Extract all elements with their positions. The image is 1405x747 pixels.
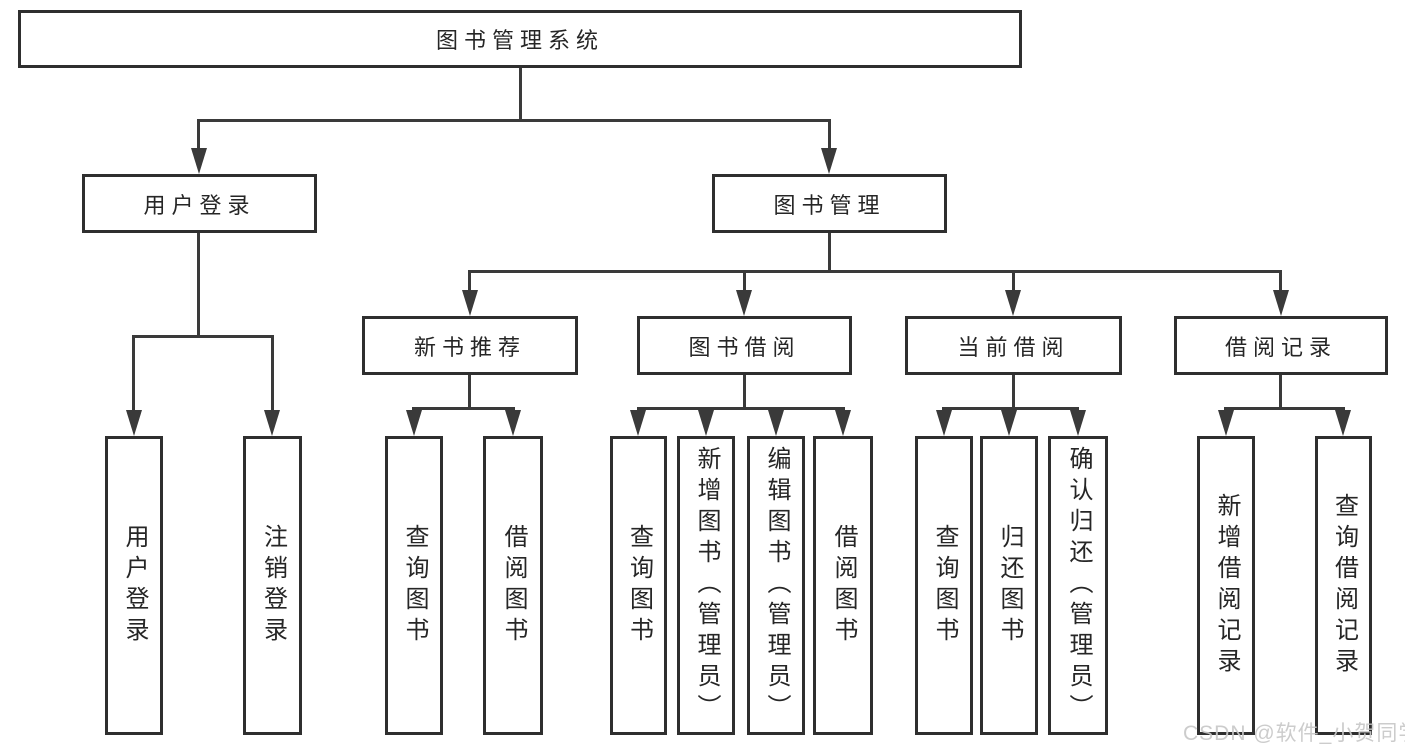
node-leaf-query-books-1: 查询图书 (385, 436, 443, 735)
node-borrow-records: 借阅记录 (1174, 316, 1388, 375)
arrowhead-book-management (821, 148, 837, 174)
edge-drop-leaf-logout (271, 335, 274, 412)
edge-borrowrecords-bar (1224, 407, 1345, 410)
leaf-label: 查询图书 (931, 523, 958, 648)
arrowhead-return-book (1001, 410, 1017, 436)
leaf-label: 确认归还（管理员） (1065, 446, 1092, 725)
edge-drop-user-login (197, 119, 200, 150)
edge-bookborrow-stem (743, 375, 746, 410)
node-leaf-query-books-2: 查询图书 (610, 436, 667, 735)
edge-currentborrow-bar (942, 407, 1079, 410)
edge-newbook-stem (468, 375, 471, 410)
edge-bookborrow-bar (637, 407, 845, 410)
arrowhead-borrow-books-2 (835, 410, 851, 436)
edge-newbook-bar (412, 407, 515, 410)
edge-userlogin-bar (132, 335, 274, 338)
node-leaf-logout: 注销登录 (243, 436, 302, 735)
edge-currentborrow-stem (1012, 375, 1015, 410)
leaf-label: 归还图书 (996, 523, 1023, 648)
node-leaf-borrow-books-1: 借阅图书 (483, 436, 543, 735)
arrowhead-current-borrow (1005, 290, 1021, 316)
arrowhead-leaf-logout (264, 410, 280, 436)
arrowhead-leaf-user-login (126, 410, 142, 436)
csdn-watermark: CSDN @软件_小贺同学 (1183, 722, 1405, 745)
edge-userlogin-stem (197, 233, 200, 338)
arrowhead-user-login (191, 148, 207, 174)
leaf-label: 用户登录 (121, 523, 148, 648)
node-leaf-query-books-3: 查询图书 (915, 436, 973, 735)
node-book-management: 图书管理 (712, 174, 947, 233)
node-leaf-add-book-admin: 新增图书（管理员） (677, 436, 735, 735)
edge-bookmgmt-stem (828, 233, 831, 273)
edge-drop-leaf-user-login (132, 335, 135, 412)
node-leaf-borrow-books-2: 借阅图书 (813, 436, 873, 735)
edge-drop-book-management (828, 119, 831, 150)
arrowhead-borrow-records (1273, 290, 1289, 316)
arrowhead-query-books-1 (406, 410, 422, 436)
arrowhead-query-books-2 (630, 410, 646, 436)
arrowhead-confirm-return (1070, 410, 1086, 436)
leaf-label: 借阅图书 (500, 523, 527, 648)
node-book-borrow: 图书借阅 (637, 316, 852, 375)
leaf-label: 查询图书 (401, 523, 428, 648)
node-leaf-return-book: 归还图书 (980, 436, 1038, 735)
leaf-label: 查询借阅记录 (1330, 492, 1358, 679)
node-new-book-recommend: 新书推荐 (362, 316, 578, 375)
edge-drop-book-borrow (743, 270, 746, 292)
arrowhead-borrow-books-1 (505, 410, 521, 436)
edge-drop-new-book (468, 270, 471, 292)
arrowhead-edit-book (768, 410, 784, 436)
node-root: 图书管理系统 (18, 10, 1022, 68)
arrowhead-book-borrow (736, 290, 752, 316)
node-user-login: 用户登录 (82, 174, 317, 233)
leaf-label: 查询图书 (625, 523, 653, 648)
node-leaf-edit-book-admin: 编辑图书（管理员） (747, 436, 805, 735)
node-leaf-query-borrow-record: 查询借阅记录 (1315, 436, 1372, 735)
node-leaf-user-login: 用户登录 (105, 436, 163, 735)
leaf-label: 借阅图书 (830, 523, 857, 648)
node-current-borrow: 当前借阅 (905, 316, 1122, 375)
edge-bookmgmt-bar (468, 270, 1282, 273)
edge-root-bar (198, 119, 831, 122)
arrowhead-new-book (462, 290, 478, 316)
node-leaf-add-borrow-record: 新增借阅记录 (1197, 436, 1255, 735)
edge-borrowrecords-stem (1279, 375, 1282, 410)
arrowhead-query-books-3 (936, 410, 952, 436)
edge-drop-current-borrow (1012, 270, 1015, 292)
leaf-label: 新增借阅记录 (1213, 492, 1240, 679)
edge-drop-borrow-records (1279, 270, 1282, 292)
leaf-label: 注销登录 (259, 523, 287, 648)
edge-root-stem (519, 68, 522, 121)
leaf-label: 编辑图书（管理员） (763, 446, 790, 725)
arrowhead-query-borrow-record (1335, 410, 1351, 436)
node-leaf-confirm-return-admin: 确认归还（管理员） (1048, 436, 1108, 735)
arrowhead-add-book (698, 410, 714, 436)
leaf-label: 新增图书（管理员） (693, 446, 720, 725)
arrowhead-add-borrow-record (1218, 410, 1234, 436)
